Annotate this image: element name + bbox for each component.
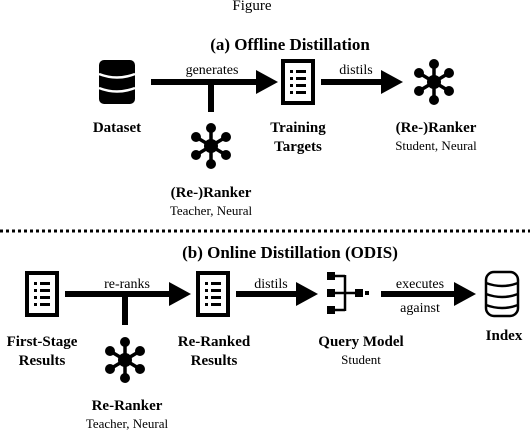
teacher-ranker-icon — [189, 121, 233, 171]
teacher-ranker-subtitle: Teacher, Neural — [170, 203, 253, 218]
training-targets-label-line2: Targets — [274, 139, 322, 155]
generates-label: generates — [186, 63, 239, 78]
first-stage-label-line2: Results — [19, 353, 66, 369]
query-model-icon — [327, 272, 369, 314]
offline-title: (a) Offline Distillation — [210, 35, 370, 54]
online-distils-label: distils — [254, 277, 287, 292]
dataset-label: Dataset — [93, 120, 141, 136]
first-stage-label-line1: First-Stage — [7, 334, 78, 350]
training-targets-label-line1: Training — [270, 120, 326, 136]
offline-distils-label: distils — [339, 63, 372, 78]
student-ranker-subtitle: Student, Neural — [395, 138, 477, 153]
online-distils-arrow — [236, 282, 318, 306]
online-teacher-ranker-icon — [103, 335, 147, 385]
reranked-label-line2: Results — [191, 353, 238, 369]
training-targets-icon — [281, 59, 315, 105]
executes-label: executes — [396, 277, 444, 292]
executes-arrow — [381, 282, 476, 306]
online-title: (b) Online Distillation (ODIS) — [182, 243, 398, 262]
reranked-results-icon — [196, 271, 230, 317]
generates-arrow — [151, 70, 278, 112]
student-ranker-icon — [412, 57, 456, 107]
first-stage-results-icon — [25, 271, 59, 317]
query-model-subtitle: Student — [341, 352, 381, 367]
query-model-title: Query Model — [318, 334, 403, 350]
offline-distils-arrow — [321, 70, 403, 94]
database-icon — [98, 60, 136, 104]
online-teacher-title: Re-Ranker — [92, 398, 163, 414]
teacher-ranker-title: (Re-)Ranker — [171, 185, 252, 201]
index-database-icon — [484, 270, 520, 318]
header-fragment: Figure — [232, 0, 272, 14]
online-teacher-subtitle: Teacher, Neural — [86, 416, 169, 431]
index-label: Index — [486, 328, 523, 344]
reranks-label: re-ranks — [104, 277, 150, 292]
student-ranker-title: (Re-)Ranker — [396, 120, 477, 136]
reranks-arrow — [65, 282, 191, 325]
against-label: against — [400, 301, 440, 316]
reranked-label-line1: Re-Ranked — [178, 334, 251, 350]
